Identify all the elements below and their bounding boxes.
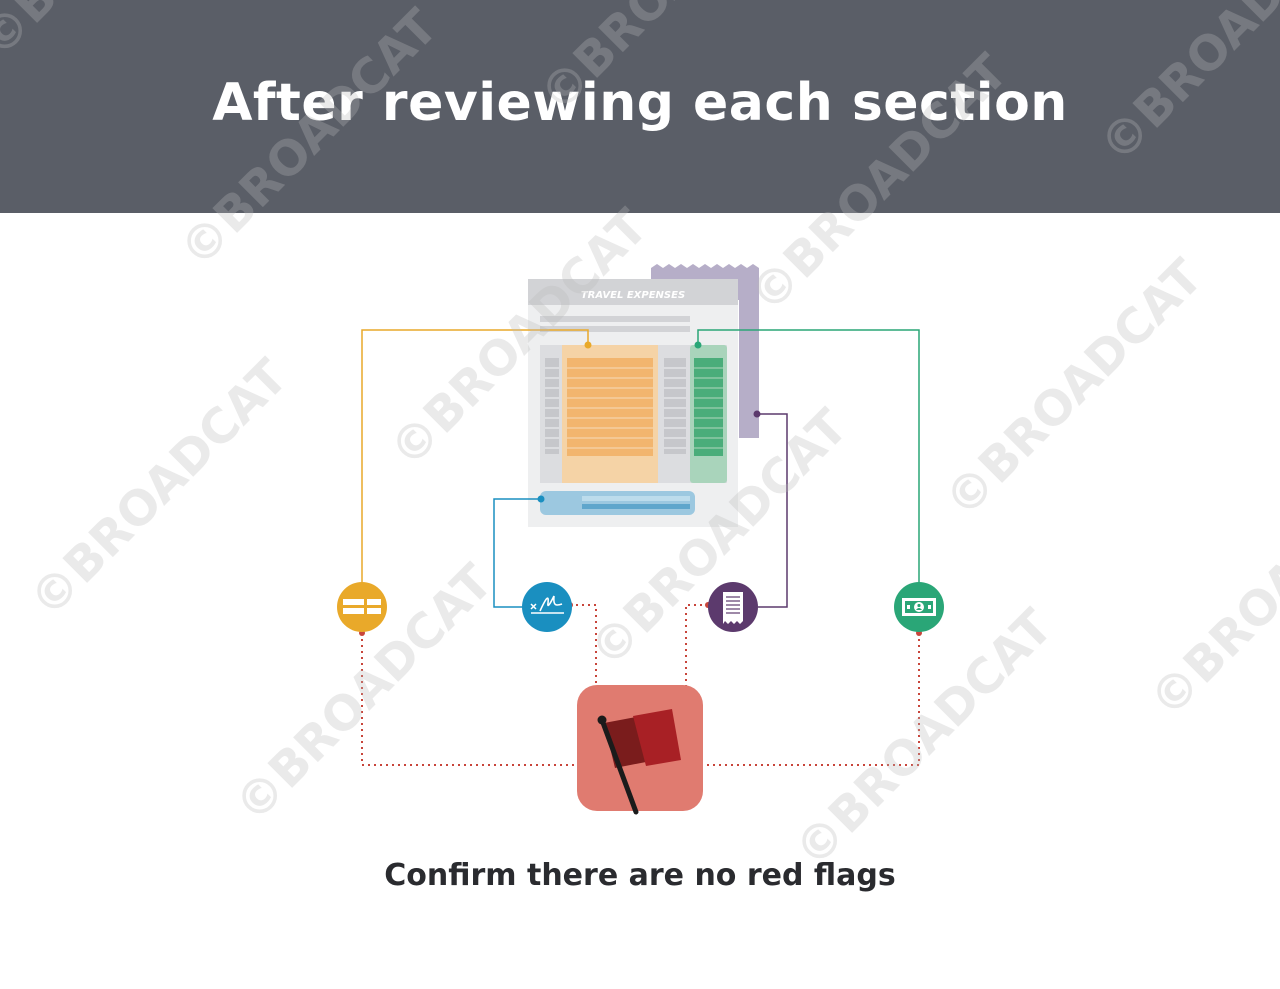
page-title: After reviewing each section: [212, 72, 1068, 133]
red-flag-connectors: [361, 604, 920, 766]
document-heading: TRAVEL EXPENSES: [581, 290, 685, 301]
header-banner: After reviewing each section: [0, 0, 1280, 213]
signature-icon: [522, 582, 572, 632]
cash-icon: [894, 582, 944, 632]
caption-text: Confirm there are no red flags: [384, 858, 896, 893]
red-flag-icon: [577, 685, 703, 815]
receipt-icon: [708, 582, 758, 632]
connector-dots: [537, 341, 761, 503]
travel-expenses-document: TRAVEL EXPENSES: [528, 279, 738, 527]
list-icon: [337, 582, 387, 632]
section-connectors: [361, 329, 920, 608]
